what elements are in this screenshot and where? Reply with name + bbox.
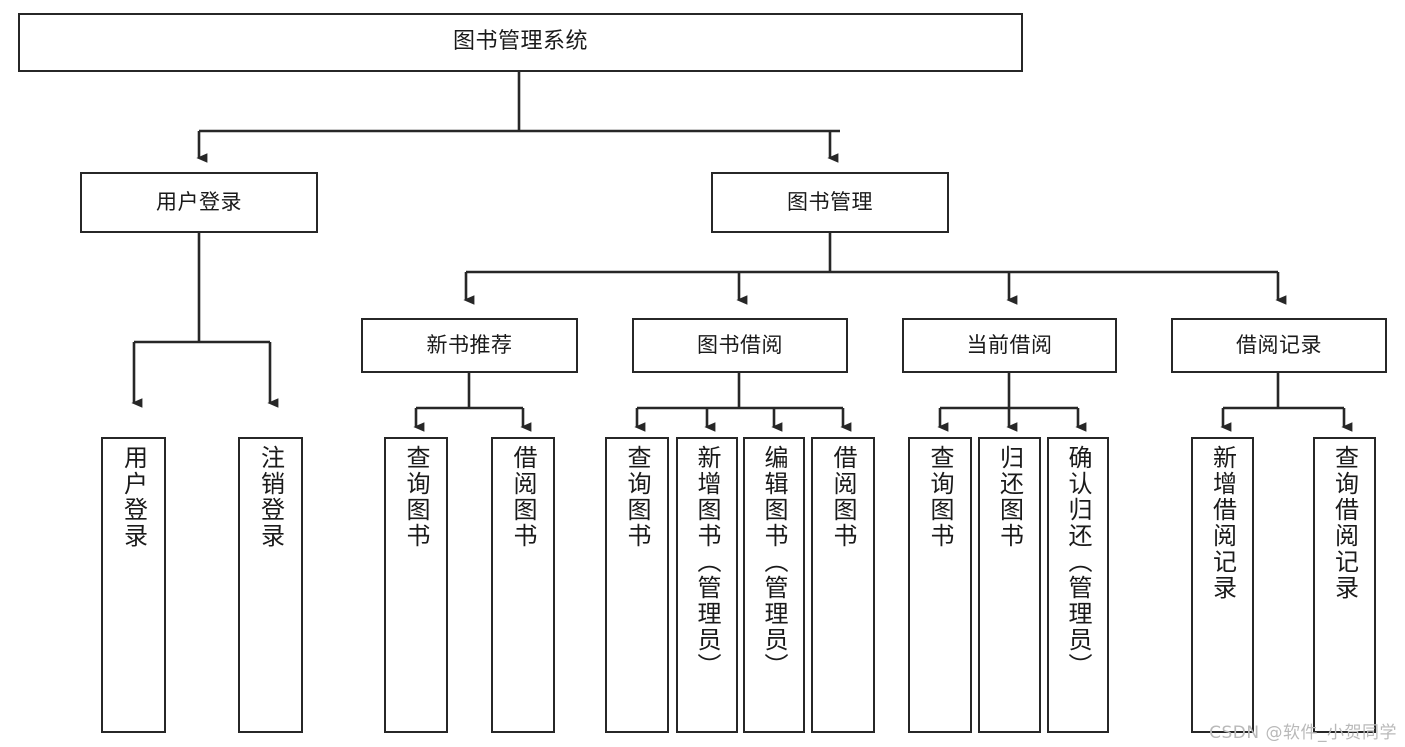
leaf-edit-book-admin[interactable]: 编辑图书（管理员）: [743, 437, 805, 733]
leaf-user-login[interactable]: 用户登录: [101, 437, 166, 733]
node-label: 归还图书: [995, 445, 1024, 549]
node-label: 图书借阅: [697, 332, 783, 357]
node-label: 新增图书（管理员）: [693, 445, 721, 679]
node-label: 注销登录: [256, 445, 285, 549]
node-label: 查询图书: [926, 445, 954, 549]
leaf-query-books-borrow[interactable]: 查询图书: [605, 437, 669, 733]
node-label: 用户登录: [119, 445, 148, 549]
node-label: 查询借阅记录: [1330, 445, 1359, 601]
leaf-logout[interactable]: 注销登录: [238, 437, 303, 733]
node-user-login[interactable]: 用户登录: [80, 172, 318, 233]
node-label: 当前借阅: [966, 332, 1053, 357]
node-book-management[interactable]: 图书管理: [711, 172, 949, 233]
leaf-query-books-current[interactable]: 查询图书: [908, 437, 972, 733]
leaf-confirm-return-admin[interactable]: 确认归还（管理员）: [1047, 437, 1109, 733]
node-label: 确认归还（管理员）: [1064, 445, 1092, 679]
node-label: 图书管理: [787, 189, 873, 214]
leaf-query-books-recommend[interactable]: 查询图书: [384, 437, 448, 733]
node-label: 查询图书: [402, 445, 430, 549]
node-label: 用户登录: [156, 189, 242, 214]
node-current-borrowing[interactable]: 当前借阅: [902, 318, 1117, 373]
node-label: 借阅图书: [829, 445, 857, 549]
watermark-csdn: CSDN @软件_小贺同学: [1209, 723, 1397, 743]
leaf-add-book-admin[interactable]: 新增图书（管理员）: [676, 437, 738, 733]
node-label: 新书推荐: [426, 332, 513, 357]
leaf-borrow-books-recommend[interactable]: 借阅图书: [491, 437, 555, 733]
node-label: 借阅图书: [509, 445, 537, 549]
node-borrowing-records[interactable]: 借阅记录: [1171, 318, 1387, 373]
node-new-book-recommendation[interactable]: 新书推荐: [361, 318, 578, 373]
node-root-library-system[interactable]: 图书管理系统: [18, 13, 1023, 72]
leaf-borrow-books[interactable]: 借阅图书: [811, 437, 875, 733]
leaf-add-borrow-record[interactable]: 新增借阅记录: [1191, 437, 1254, 733]
leaf-return-books[interactable]: 归还图书: [978, 437, 1041, 733]
leaf-query-borrow-record[interactable]: 查询借阅记录: [1313, 437, 1376, 733]
node-book-borrowing[interactable]: 图书借阅: [632, 318, 848, 373]
node-label: 编辑图书（管理员）: [760, 445, 788, 679]
node-label: 新增借阅记录: [1208, 445, 1237, 601]
node-label: 借阅记录: [1236, 332, 1322, 357]
node-label: 图书管理系统: [452, 29, 588, 55]
node-label: 查询图书: [623, 445, 651, 549]
